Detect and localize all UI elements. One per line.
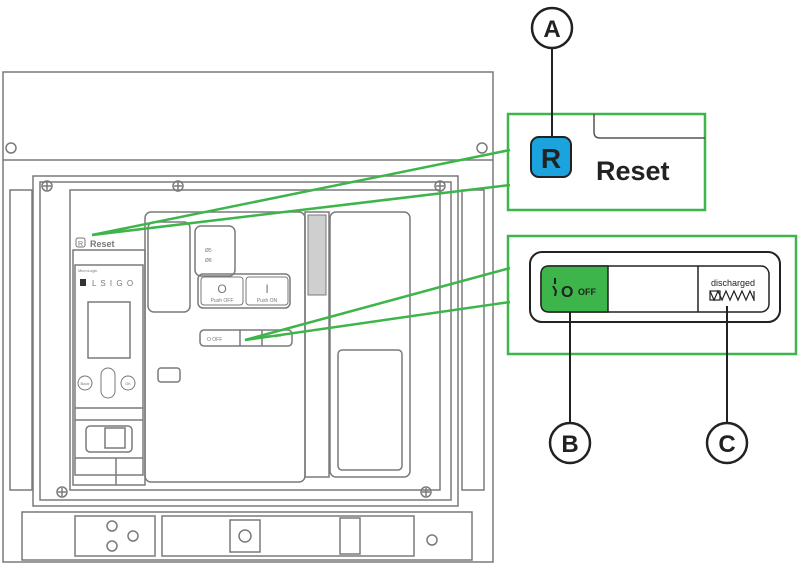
callout-c: C [705, 421, 749, 465]
front-panel [32, 175, 459, 507]
trip-unit-display [87, 301, 131, 359]
reset-button[interactable]: R [530, 136, 572, 178]
svg-text:C: C [718, 431, 735, 458]
reset-icon-small: R [78, 241, 83, 248]
off-indicator [540, 265, 609, 313]
lock-text: Ø8 [205, 258, 212, 264]
svg-text:Back: Back [81, 381, 90, 386]
screw-icon [41, 180, 53, 192]
reset-callout-label: Reset [596, 156, 670, 186]
off-label: OFF [578, 287, 596, 297]
svg-text:Push OFF: Push OFF [211, 298, 234, 304]
push-on-button[interactable]: I Push ON [245, 276, 289, 306]
screw-icon [172, 180, 184, 192]
contact-open-icon [552, 278, 558, 297]
callout-a: A [530, 6, 574, 50]
svg-text:O: O [217, 282, 226, 296]
mounting-hole [476, 142, 488, 154]
vent-slot [307, 214, 327, 296]
mounting-hole [5, 142, 17, 154]
chassis-outline [2, 71, 494, 563]
ok-button[interactable]: OK [120, 375, 136, 391]
navigation-buttons[interactable] [100, 367, 116, 399]
svg-text:B: B [561, 431, 578, 458]
screw-icon [434, 180, 446, 192]
back-button[interactable]: Back [77, 375, 93, 391]
lock-text: Ø5 [205, 248, 212, 254]
svg-text:Push ON: Push ON [257, 298, 278, 304]
reset-callout-box [506, 112, 707, 212]
trip-unit-brand: MicroLogic [78, 268, 97, 273]
reset-label-small: Reset [90, 239, 115, 249]
screw-icon [56, 486, 68, 498]
screw-icon [420, 486, 432, 498]
spring-discharged-icon [709, 289, 755, 302]
discharged-label: discharged [711, 278, 755, 288]
small-off-indicator: O OFF [207, 337, 222, 343]
svg-text:A: A [543, 16, 560, 43]
svg-text:I: I [265, 282, 268, 296]
protection-settings-label: L S I G O [92, 279, 134, 288]
push-off-button[interactable]: O Push OFF [200, 276, 244, 306]
svg-text:R: R [541, 143, 561, 174]
callout-b: B [548, 421, 592, 465]
svg-text:OK: OK [125, 381, 131, 386]
padlock-area [194, 225, 236, 277]
off-symbol: O [561, 284, 573, 301]
indicator-callout-box [506, 234, 798, 356]
